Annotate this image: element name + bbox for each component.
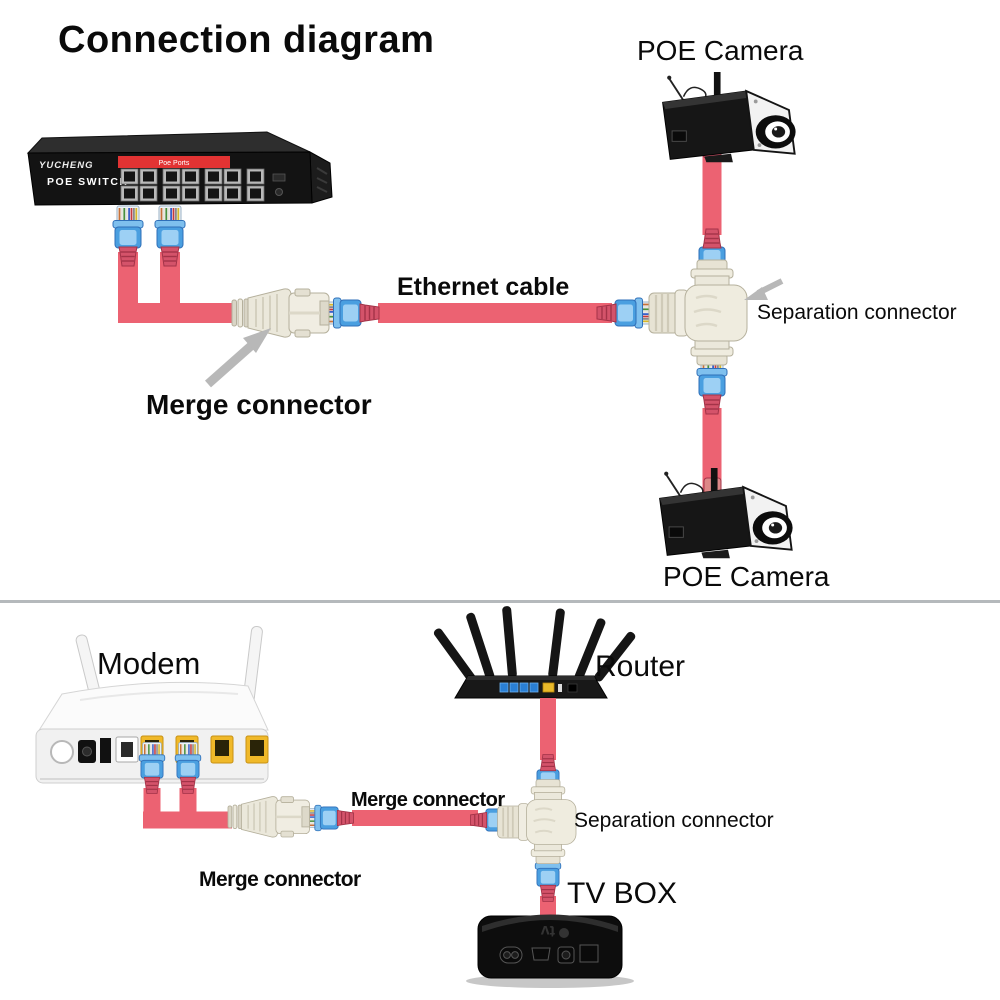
merge-connector-top-label: Merge connector <box>146 389 372 420</box>
merge-connector-below-label: Merge connector <box>199 868 361 891</box>
rj45-plug-switch-2 <box>154 205 186 267</box>
merge-connector-top-illustration <box>230 287 331 339</box>
rj45-plug-separation-left <box>596 297 658 329</box>
separation-connector-bottom-label: Separation connector <box>574 809 774 832</box>
separation-connector-bottom-illustration <box>496 778 578 865</box>
section-divider <box>0 600 1000 603</box>
poe-camera-bottom-label: POE Camera <box>663 561 830 592</box>
router-label: Router <box>595 650 686 683</box>
tv-box-label: TV BOX <box>567 877 678 910</box>
router-ports <box>499 682 578 693</box>
page-title: Connection diagram <box>58 19 435 61</box>
tv-box-logo: tv <box>541 922 569 939</box>
modem-usb-port <box>100 738 111 763</box>
arrows <box>205 278 784 388</box>
rj45-plug-modem-2 <box>174 741 202 795</box>
switch-brand-text: YUCHENG <box>39 160 94 171</box>
poe-camera-bottom-illustration <box>658 467 794 560</box>
switch-name-text: POE SWITCH <box>47 176 129 188</box>
rj45-plug-switch-1 <box>112 205 144 267</box>
poe-camera-top-illustration <box>661 71 797 164</box>
poe-switch-illustration: YUCHENG POE SWITCH Poe Ports <box>26 131 333 206</box>
separation-connector-arrow <box>744 278 784 300</box>
merge-connector-inline-label: Merge connector <box>351 789 505 811</box>
router-illustration <box>433 606 636 699</box>
modem-button <box>50 740 74 764</box>
switch-ports-text: Poe Ports <box>159 160 190 167</box>
separation-connector-top-label: Separation connector <box>757 301 957 324</box>
poe-camera-top-label: POE Camera <box>637 35 804 66</box>
rj45-plug-merge-bottom <box>301 804 355 832</box>
merge-connector-arrow <box>205 328 271 388</box>
merge-connector-bottom-illustration <box>226 795 311 839</box>
rj45-plug-modem-1 <box>138 741 166 795</box>
tv-box-illustration: tv <box>466 914 634 988</box>
modem-label: Modem <box>97 646 201 681</box>
switch-ports <box>120 168 286 202</box>
ethernet-cable-label: Ethernet cable <box>397 273 570 301</box>
tv-box-ports <box>499 944 599 964</box>
svg-text:tv: tv <box>541 922 555 939</box>
separation-connector-top-illustration <box>647 258 749 367</box>
